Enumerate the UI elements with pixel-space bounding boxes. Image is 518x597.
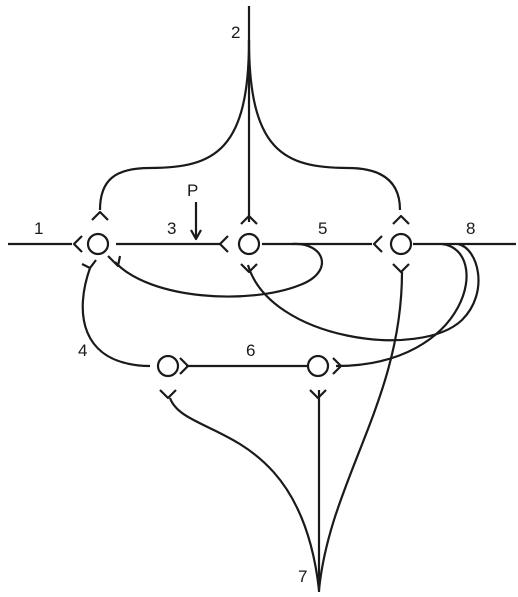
label-4: 4 [78,341,87,360]
node-right [389,232,413,256]
edge-loop-left [114,242,323,298]
edge-2-right-branch [247,39,402,211]
chevron-left-w [72,235,83,253]
node-bottom-right [306,354,330,378]
chevron-right-s [392,263,410,274]
node-center [237,232,261,256]
chevron-bottom-right-e [332,357,343,375]
label-2: 2 [231,23,240,42]
label-8: 8 [466,219,475,238]
label-3: 3 [167,219,176,238]
label-6: 6 [246,341,255,360]
chevron-right-n [392,214,410,225]
label-7: 7 [298,567,307,586]
chevron-center-n [240,214,258,225]
edge-2-left-branch [98,39,251,211]
node-left [86,232,110,256]
chevron-left-n [91,210,109,221]
edge-left-to-7 [168,397,321,591]
edge-4 [81,267,151,368]
p-arrow-head [190,229,202,241]
chevron-right-w [372,235,383,253]
chevron-center-s [240,263,258,274]
node-bottom-left [156,354,180,378]
edge-right-to-7 [317,271,404,591]
chevron-bottom-right-s [309,389,327,400]
chevron-center-w [218,235,229,253]
label-p: P [187,181,198,200]
label-1: 1 [34,219,43,238]
edge-loop-right [246,242,480,342]
chevron-left-sw [81,259,97,270]
chevron-left-se [107,255,122,268]
chevron-bottom-left-s [159,389,177,400]
edge-node8-to-row6 [335,242,468,368]
label-5: 5 [318,219,327,238]
chevron-bottom-left-e [179,357,190,375]
